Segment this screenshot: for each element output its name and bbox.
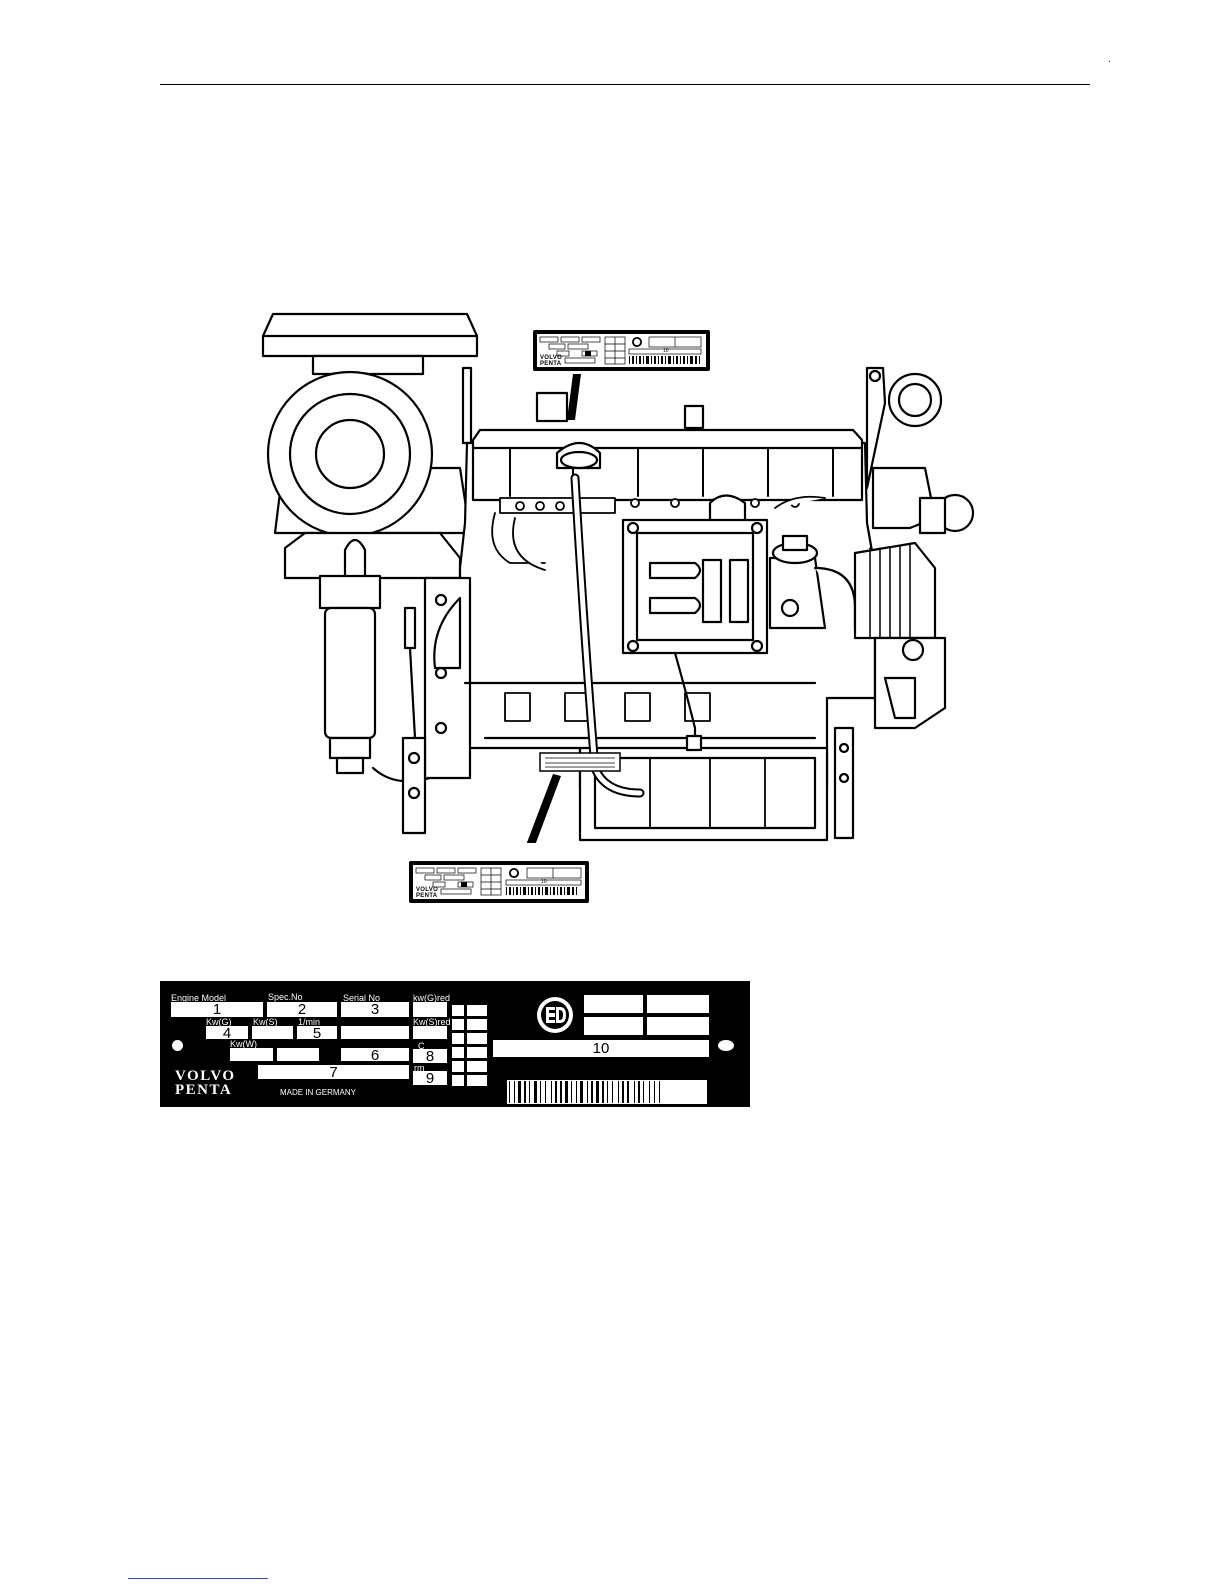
made-in-label: MADE IN GERMANY <box>280 1088 356 1097</box>
block-label-spot <box>540 753 620 771</box>
field-kw-w <box>230 1048 273 1061</box>
grid-cell <box>452 1005 464 1016</box>
grid-cell <box>452 1075 464 1086</box>
field-10: 10 <box>493 1040 709 1057</box>
cert-cell <box>584 995 643 1013</box>
engine-illustration <box>255 308 985 843</box>
grid-cell <box>452 1019 464 1030</box>
cert-cell <box>584 1017 643 1035</box>
emission-certification-icon <box>536 996 574 1034</box>
field-5: 5 <box>297 1026 337 1039</box>
mounting-hole-left <box>172 1040 183 1051</box>
valve-cover <box>473 430 862 500</box>
grid-cell <box>467 1047 487 1058</box>
grid-cell <box>467 1033 487 1044</box>
field-9: 9 <box>413 1071 447 1085</box>
field-kw-s <box>252 1026 293 1039</box>
field-1: 1 <box>171 1002 263 1017</box>
mini-plate-grid <box>413 865 585 899</box>
page-mark: . <box>1108 54 1111 65</box>
grid-cell <box>452 1047 464 1058</box>
field-kw-w-2 <box>277 1048 319 1061</box>
pointer-top <box>567 374 581 420</box>
field-8: 8 <box>413 1049 447 1063</box>
field-kw-s-red <box>413 1026 447 1039</box>
plate-barcode <box>507 1080 707 1104</box>
pointer-bottom <box>523 774 561 843</box>
field-kw-g-red <box>413 1002 447 1017</box>
field-3: 3 <box>341 1002 409 1017</box>
field-rpm <box>341 1026 409 1039</box>
grid-cell <box>467 1061 487 1072</box>
header-rule <box>160 84 1090 85</box>
alternator <box>855 543 935 638</box>
footer-link-underline <box>128 1578 268 1579</box>
field-6: 6 <box>341 1048 409 1061</box>
mounting-hole-right <box>718 1040 734 1051</box>
grid-cell <box>467 1019 487 1030</box>
mini-plate-field-10: 10 <box>541 879 547 885</box>
cert-cell <box>647 995 709 1013</box>
field-4: 4 <box>206 1026 248 1039</box>
grid-cell <box>452 1061 464 1072</box>
grid-cell <box>467 1075 487 1086</box>
field-2: 2 <box>267 1002 337 1017</box>
field-7: 7 <box>258 1065 409 1079</box>
grid-cell <box>467 1005 487 1016</box>
cert-cell <box>647 1017 709 1035</box>
grid-cell <box>452 1033 464 1044</box>
water-separator <box>320 576 380 608</box>
